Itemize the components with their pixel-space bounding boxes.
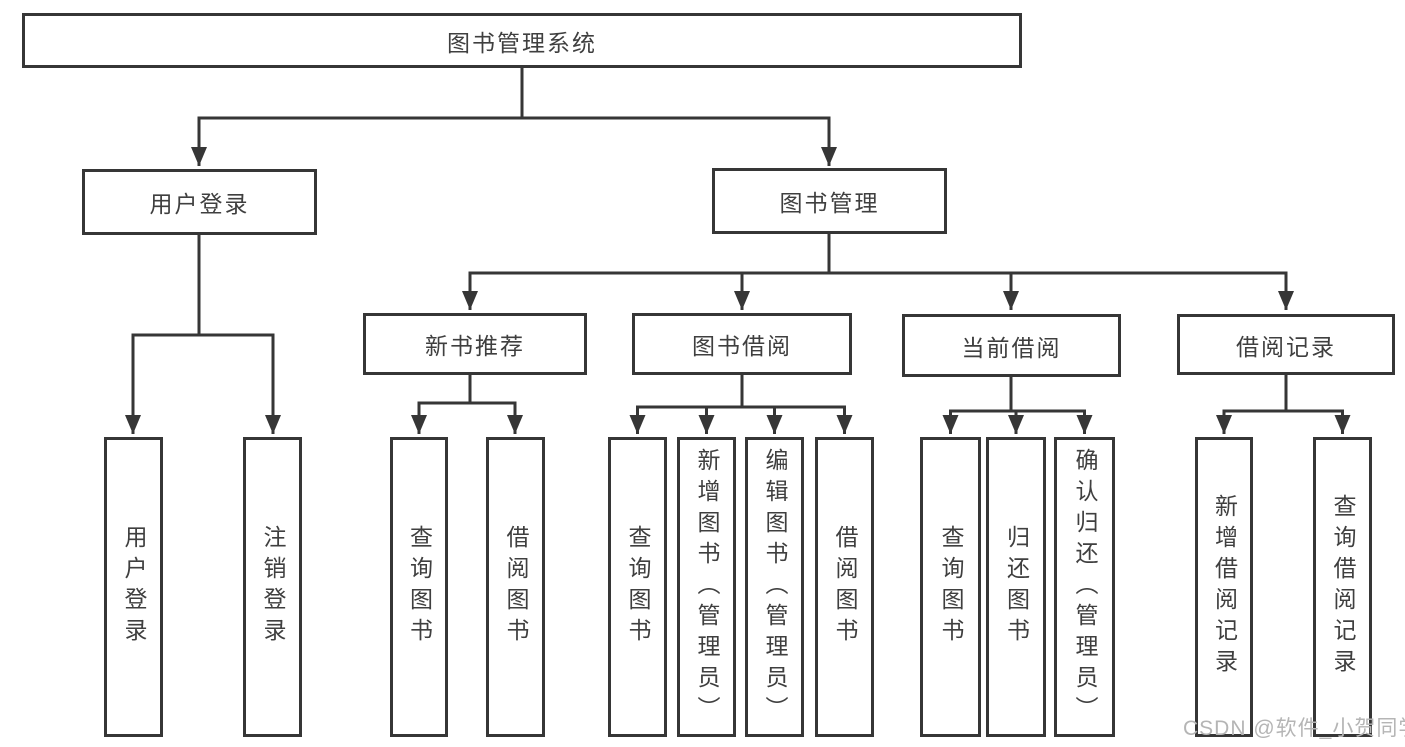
node-book-management: 图书管理: [712, 168, 947, 234]
node-book-borrow-label: 图书借阅: [692, 333, 792, 359]
node-new-book-recommend-label: 新书推荐: [425, 333, 525, 359]
node-user-login: 用户登录: [82, 169, 317, 235]
node-br-add-record-label: 新增借阅记录: [1211, 494, 1238, 680]
connector-book-management-children: [462, 234, 1294, 310]
node-user-login-leaf: 用户登录: [104, 437, 163, 737]
node-bb-edit-book-admin: 编辑图书（管理员）: [745, 437, 804, 737]
node-rec-borrow-book: 借阅图书: [486, 437, 545, 737]
node-book-management-label: 图书管理: [779, 190, 880, 216]
node-br-add-record: 新增借阅记录: [1195, 437, 1253, 737]
node-bb-query-book-label: 查询图书: [625, 525, 651, 649]
node-bb-borrow-book: 借阅图书: [815, 437, 874, 737]
node-bb-borrow-book-label: 借阅图书: [832, 525, 858, 649]
node-book-borrow: 图书借阅: [632, 313, 852, 375]
connector-borrow-records-children: [1216, 375, 1351, 434]
node-bb-add-book-admin: 新增图书（管理员）: [677, 437, 736, 737]
node-new-book-recommend: 新书推荐: [363, 313, 587, 375]
node-user-login-label: 用户登录: [149, 191, 250, 217]
node-borrow-records: 借阅记录: [1177, 314, 1395, 375]
node-logout-label: 注销登录: [260, 525, 286, 649]
connector-root-to-level2: [191, 68, 837, 166]
node-cb-query-book: 查询图书: [920, 437, 981, 737]
node-rec-query-book: 查询图书: [390, 437, 448, 737]
node-cb-query-book-label: 查询图书: [938, 525, 964, 649]
connector-new-book-recommend-children: [411, 375, 523, 434]
node-br-query-record: 查询借阅记录: [1313, 437, 1372, 737]
node-current-borrow-label: 当前借阅: [961, 334, 1062, 361]
node-root: 图书管理系统: [22, 13, 1022, 68]
node-rec-borrow-book-label: 借阅图书: [503, 525, 529, 649]
node-bb-edit-book-admin-label: 编辑图书（管理员）: [762, 447, 788, 727]
connector-current-borrow-children: [942, 377, 1093, 434]
node-current-borrow: 当前借阅: [902, 314, 1121, 377]
node-cb-confirm-return-admin-label: 确认归还（管理员）: [1072, 447, 1098, 727]
watermark: CSDN @软件_小贺同学: [1183, 717, 1405, 740]
node-user-login-leaf-label: 用户登录: [121, 525, 147, 649]
node-cb-return-book-label: 归还图书: [1003, 525, 1030, 649]
node-cb-confirm-return-admin: 确认归还（管理员）: [1054, 437, 1115, 737]
node-borrow-records-label: 借阅记录: [1236, 333, 1336, 360]
node-br-query-record-label: 查询借阅记录: [1330, 494, 1356, 680]
node-rec-query-book-label: 查询图书: [406, 525, 433, 649]
node-bb-query-book: 查询图书: [608, 437, 667, 737]
connector-book-borrow-children: [629, 375, 853, 434]
node-bb-add-book-admin-label: 新增图书（管理员）: [694, 447, 720, 727]
connector-user-login-children: [125, 234, 281, 434]
node-root-label: 图书管理系统: [447, 29, 597, 56]
node-cb-return-book: 归还图书: [986, 437, 1046, 737]
node-logout: 注销登录: [243, 437, 302, 737]
